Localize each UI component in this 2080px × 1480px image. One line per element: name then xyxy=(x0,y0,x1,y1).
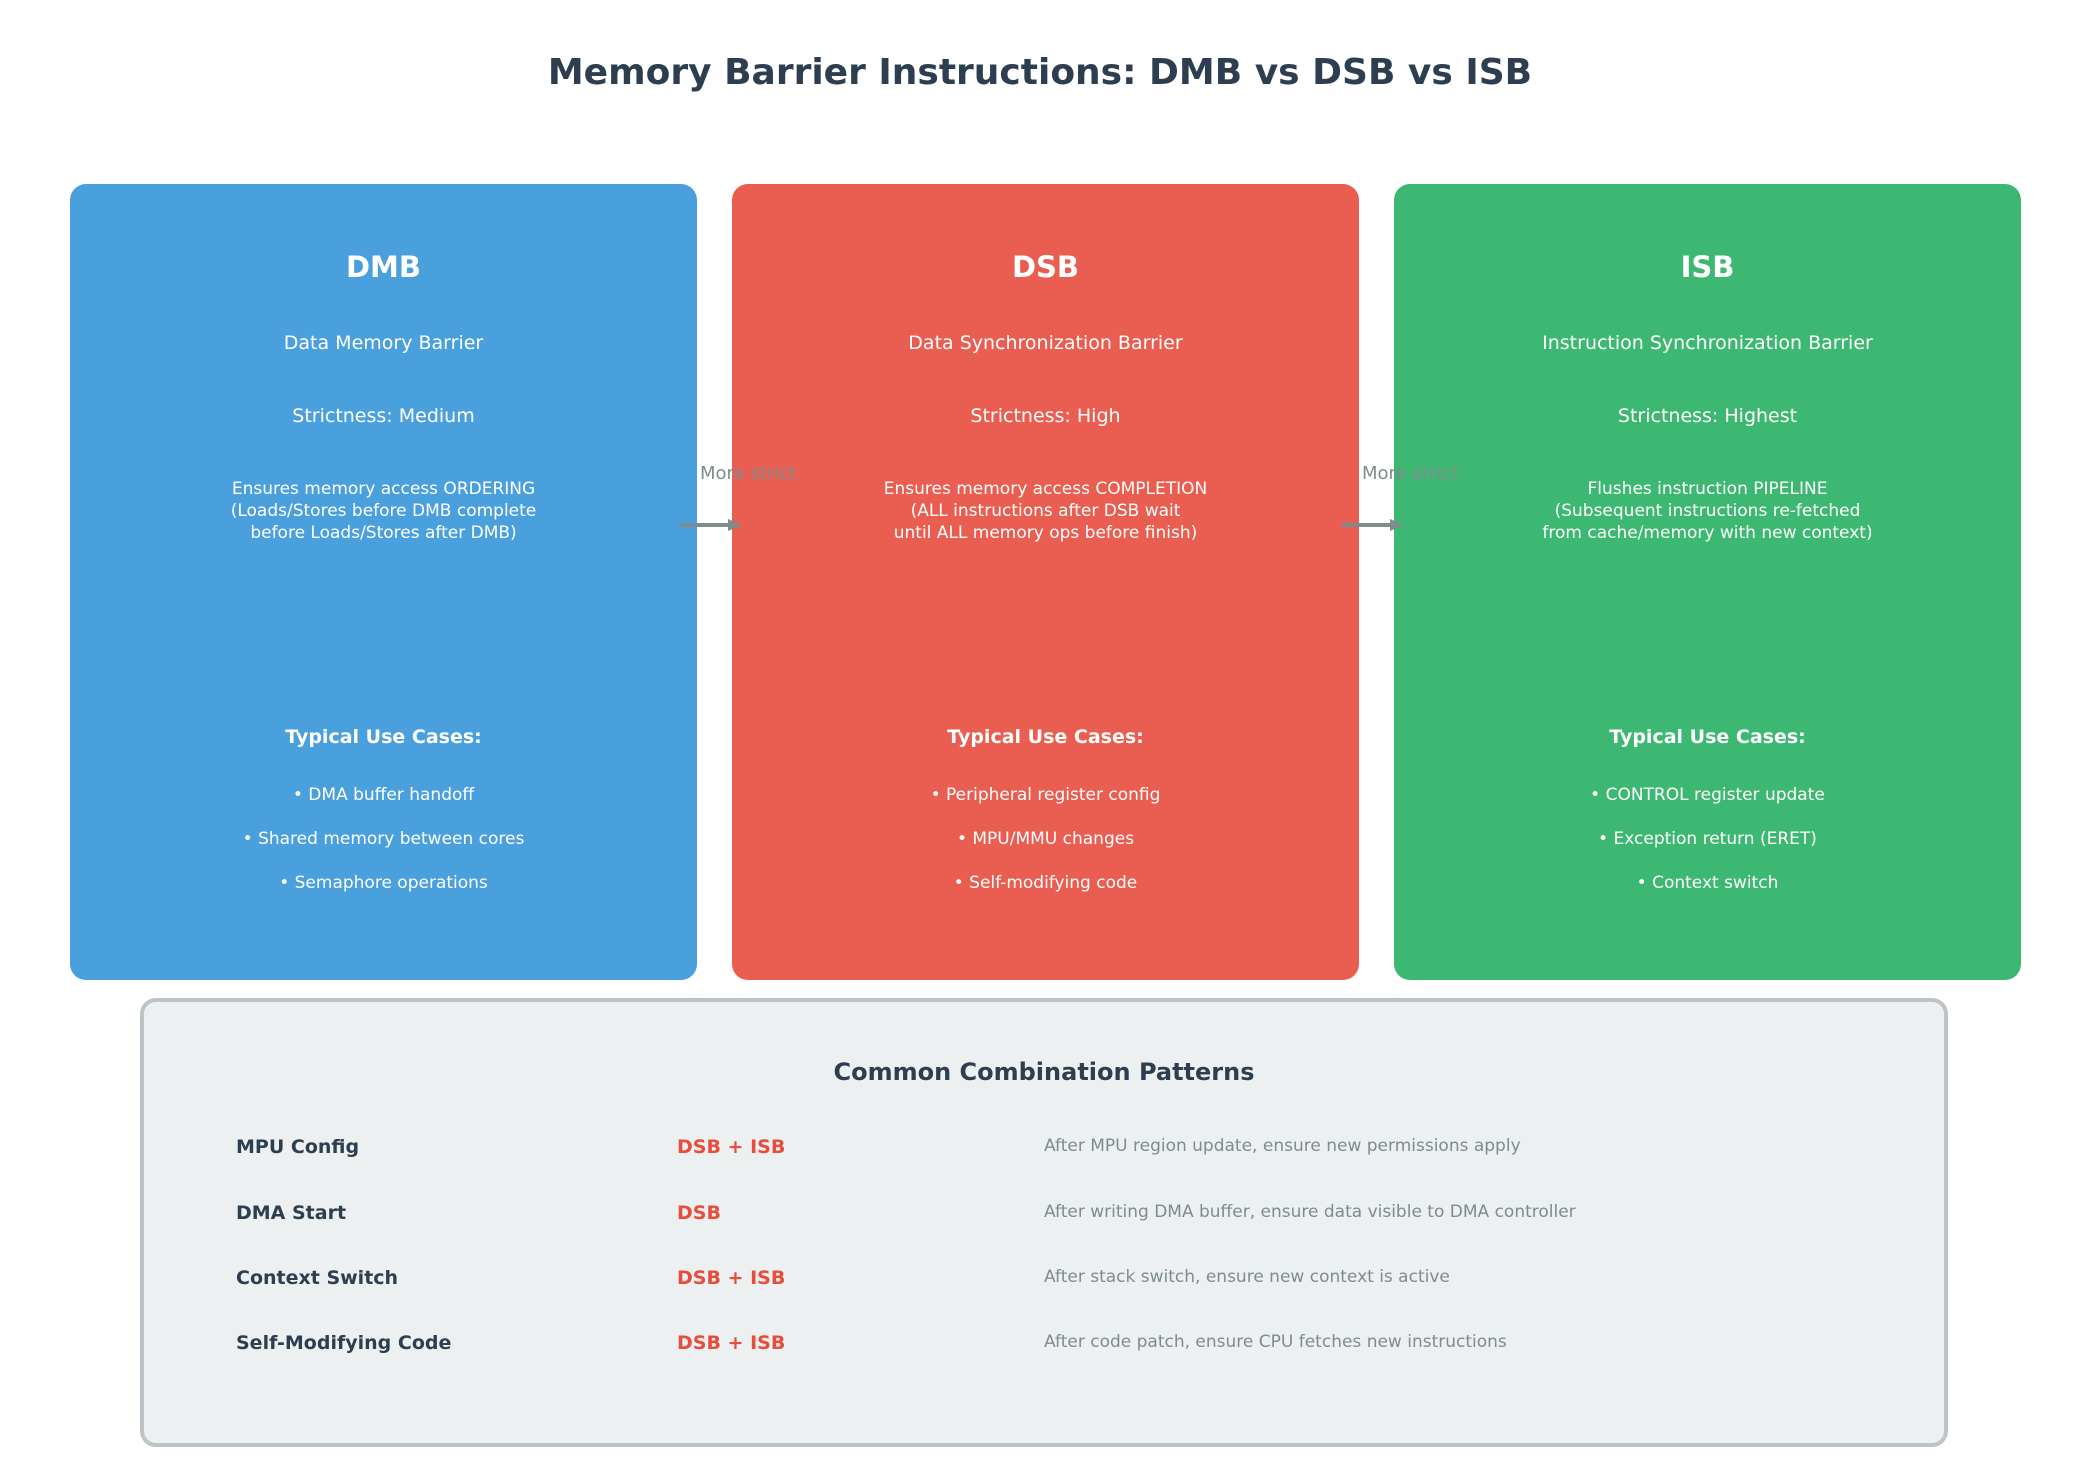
description-line: Flushes instruction PIPELINE xyxy=(1587,479,1828,499)
card-name: DSB xyxy=(1011,250,1080,284)
card-strictness: Strictness: Highest xyxy=(1617,405,1798,427)
card-name: DMB xyxy=(345,250,422,284)
pattern-name: DMA Start xyxy=(236,1202,347,1224)
card-strictness: Strictness: High xyxy=(970,405,1121,427)
pattern-note: After stack switch, ensure new context i… xyxy=(1044,1267,1450,1287)
description-line: before Loads/Stores after DMB) xyxy=(250,523,517,543)
use-case-item: • MPU/MMU changes xyxy=(956,829,1135,849)
use-cases-list: • DMA buffer handoff • Shared memory bet… xyxy=(70,784,697,916)
card-name: ISB xyxy=(1680,250,1735,284)
pattern-row: MPU Config DSB + ISB After MPU region up… xyxy=(144,1136,1944,1162)
pattern-combo: DSB + ISB xyxy=(677,1332,786,1354)
description-line: (ALL instructions after DSB wait xyxy=(910,501,1181,521)
dmb-card: DMB Data Memory Barrier Strictness: Medi… xyxy=(70,184,697,980)
use-case-item: • Shared memory between cores xyxy=(242,829,525,849)
description-line: until ALL memory ops before finish) xyxy=(893,523,1198,543)
card-full-name: Data Memory Barrier xyxy=(283,332,484,354)
description-line: Ensures memory access ORDERING xyxy=(231,479,536,499)
use-case-item: • CONTROL register update xyxy=(1590,785,1825,805)
right-arrow-icon xyxy=(1342,519,1404,531)
card-full-name: Instruction Synchronization Barrier xyxy=(1542,332,1873,354)
pattern-row: Self-Modifying Code DSB + ISB After code… xyxy=(144,1332,1944,1358)
pattern-note: After code patch, ensure CPU fetches new… xyxy=(1044,1332,1507,1352)
use-cases-list: • Peripheral register config • MPU/MMU c… xyxy=(732,784,1359,916)
pattern-combo: DSB + ISB xyxy=(677,1267,786,1289)
pattern-row: DMA Start DSB After writing DMA buffer, … xyxy=(144,1202,1944,1228)
use-case-item: • Context switch xyxy=(1636,873,1779,893)
use-case-item: • Exception return (ERET) xyxy=(1598,829,1817,849)
description-line: (Subsequent instructions re-fetched xyxy=(1554,501,1861,521)
pattern-combo: DSB + ISB xyxy=(677,1136,786,1158)
isb-card: ISB Instruction Synchronization Barrier … xyxy=(1394,184,2021,980)
card-full-name: Data Synchronization Barrier xyxy=(908,332,1183,354)
description-line: Ensures memory access COMPLETION xyxy=(883,479,1208,499)
use-cases-list: • CONTROL register update • Exception re… xyxy=(1394,784,2021,916)
use-cases-heading: Typical Use Cases: xyxy=(947,726,1144,748)
page-title: Memory Barrier Instructions: DMB vs DSB … xyxy=(547,52,1533,93)
combination-patterns-panel: Common Combination Patterns MPU Config D… xyxy=(140,998,1948,1447)
panel-title: Common Combination Patterns xyxy=(833,1058,1255,1086)
pattern-note: After MPU region update, ensure new perm… xyxy=(1044,1136,1521,1156)
right-arrow-icon xyxy=(680,519,742,531)
use-case-item: • Semaphore operations xyxy=(279,873,488,893)
use-case-item: • Self-modifying code xyxy=(953,873,1138,893)
pattern-row: Context Switch DSB + ISB After stack swi… xyxy=(144,1267,1944,1293)
use-cases-heading: Typical Use Cases: xyxy=(285,726,482,748)
dsb-card: DSB Data Synchronization Barrier Strictn… xyxy=(732,184,1359,980)
arrow-label: More strict xyxy=(700,463,797,484)
card-strictness: Strictness: Medium xyxy=(292,405,475,427)
use-case-item: • Peripheral register config xyxy=(930,785,1161,805)
arrow-label: More strict xyxy=(1362,463,1459,484)
pattern-name: MPU Config xyxy=(236,1136,360,1158)
pattern-name: Self-Modifying Code xyxy=(236,1332,452,1354)
description-line: (Loads/Stores before DMB complete xyxy=(230,501,537,521)
card-description: Ensures memory access ORDERING (Loads/St… xyxy=(70,478,697,544)
card-description: Flushes instruction PIPELINE (Subsequent… xyxy=(1394,478,2021,544)
pattern-note: After writing DMA buffer, ensure data vi… xyxy=(1044,1202,1576,1222)
use-case-item: • DMA buffer handoff xyxy=(292,785,475,805)
pattern-name: Context Switch xyxy=(236,1267,399,1289)
card-description: Ensures memory access COMPLETION (ALL in… xyxy=(732,478,1359,544)
use-cases-heading: Typical Use Cases: xyxy=(1609,726,1806,748)
pattern-combo: DSB xyxy=(677,1202,721,1224)
description-line: from cache/memory with new context) xyxy=(1542,523,1873,543)
